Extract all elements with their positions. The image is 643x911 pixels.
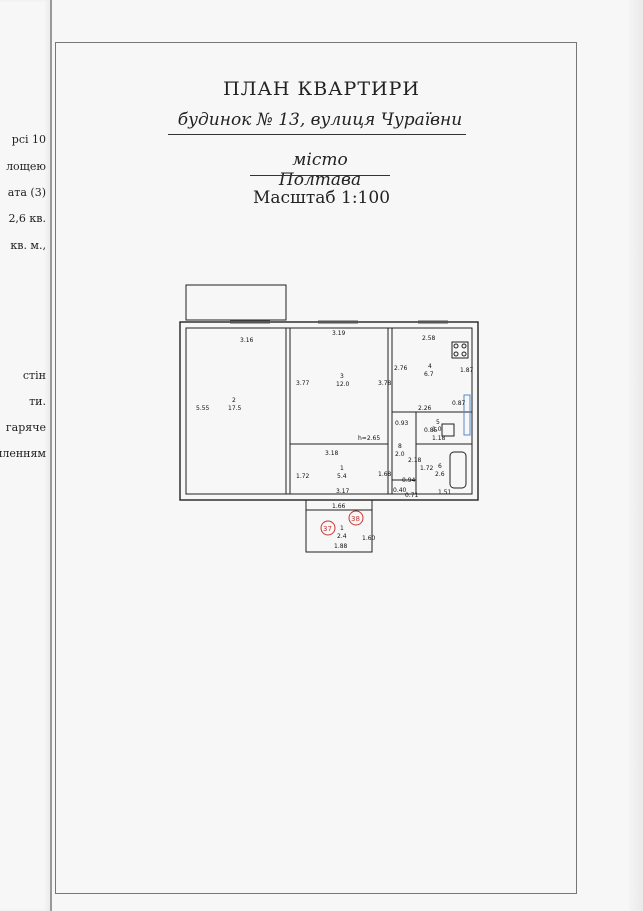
ceiling-height-label: h=2.65	[358, 435, 380, 442]
dim-label: 1.18	[432, 435, 446, 442]
dim-label: 0.85	[424, 427, 438, 434]
stamp-mark-38	[348, 510, 364, 526]
room-number: 8	[398, 443, 402, 450]
room-number: 4	[428, 363, 432, 370]
stove-outline	[451, 341, 469, 359]
page-frame	[55, 42, 577, 894]
dim-label: 1.60	[362, 535, 376, 542]
dim-label: 1.68	[378, 471, 392, 478]
dim-label: 1.87	[460, 367, 474, 374]
room-number: 3	[340, 373, 344, 380]
room-area: 12.0	[336, 381, 350, 388]
page-edge	[50, 0, 52, 911]
bathtub	[449, 451, 467, 489]
room-number: 6	[438, 463, 442, 470]
dim-label: 2.18	[408, 457, 422, 464]
previous-page-strip: рсі 10 лощею ата (3) 2,6 кв. кв. м., сті…	[0, 0, 50, 911]
dim-label: 0.71	[405, 492, 419, 499]
address-underline	[168, 134, 466, 135]
room-area: 1.0	[432, 426, 442, 433]
dim-label: 5.55	[196, 405, 210, 412]
prev-text-line: ти.	[29, 395, 46, 408]
stamp-mark-37	[320, 520, 336, 536]
dim-label: 0.93	[395, 420, 409, 427]
prev-text-line: 2,6 кв.	[8, 212, 46, 225]
dim-label: 1.88	[334, 543, 348, 550]
mark-label: 38	[351, 515, 360, 523]
room-area: 2.6	[435, 471, 445, 478]
dim-label: 1.51	[438, 489, 452, 496]
dim-label: 2.26	[418, 405, 432, 412]
outer-wall	[179, 321, 479, 501]
dim-label: 1.66	[332, 503, 346, 510]
inner-wall	[185, 327, 473, 495]
room-number: 2	[232, 397, 236, 404]
dim-label: 3.78	[378, 380, 392, 387]
dim-label: 2.76	[394, 365, 408, 372]
prev-text-line: лленням	[0, 447, 46, 460]
prev-text-line: гаряче	[5, 421, 46, 434]
dim-label: 3.17	[336, 488, 350, 495]
room-number: 5	[436, 419, 440, 426]
prev-text-line: рсі 10	[11, 133, 46, 146]
room-number: 1	[340, 465, 344, 472]
page-shadow	[629, 0, 643, 911]
mark-label: 37	[323, 525, 332, 533]
dim-label: 0.40	[393, 487, 407, 494]
prev-text-line: стін	[22, 369, 46, 382]
dim-label: 0.94	[402, 477, 416, 484]
radiator	[463, 394, 471, 436]
dim-label: 1.72	[420, 465, 434, 472]
room-number: 1	[340, 525, 344, 532]
dim-label: 3.18	[325, 450, 339, 457]
dim-label: 1.72	[296, 473, 310, 480]
scale-label: Масштаб 1:100	[252, 188, 391, 208]
room-area: 2.0	[395, 451, 405, 458]
dim-label: 3.77	[296, 380, 310, 387]
toilet	[441, 423, 455, 437]
dim-label: 3.16	[240, 337, 254, 344]
dim-label: 2.58	[422, 335, 436, 342]
room-area: 5.4	[337, 473, 347, 480]
city-underline	[250, 175, 390, 176]
room-area: 6.7	[424, 371, 434, 378]
balcony-outline	[185, 284, 287, 321]
prev-text-line: ата (3)	[7, 186, 46, 199]
document-sheet	[52, 0, 643, 911]
vestibule	[305, 509, 373, 553]
room-area: 17.5	[228, 405, 242, 412]
page-title: ПЛАН КВАРТИРИ	[223, 78, 420, 100]
dim-label: 0.87	[452, 400, 466, 407]
prev-text-line: кв. м.,	[10, 239, 46, 252]
room-area: 2.4	[337, 533, 347, 540]
address-line: будинок № 13, вулиця Чураївни	[177, 110, 463, 130]
dim-label: 3.19	[332, 330, 346, 337]
prev-text-line: лощею	[6, 160, 46, 173]
